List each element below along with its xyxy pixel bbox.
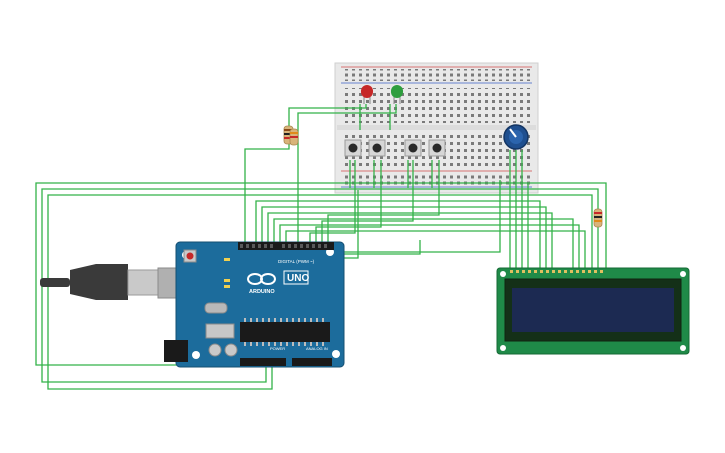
model-label-box xyxy=(283,270,309,285)
mounting-hole xyxy=(500,345,506,351)
wire xyxy=(285,230,586,268)
lcd-display[interactable] xyxy=(496,267,690,355)
green-led[interactable] xyxy=(391,85,403,104)
arduino-uno[interactable]: DIGITAL (PWM ~) ARDUINO UNO xyxy=(164,241,345,368)
pushbutton-2[interactable] xyxy=(368,139,386,157)
pushbutton-cap xyxy=(348,143,358,153)
usb-cable xyxy=(40,264,181,300)
arduino-brand-label: ARDUINO xyxy=(249,289,275,295)
wire xyxy=(288,104,367,128)
center-channel xyxy=(337,125,536,130)
red-led[interactable] xyxy=(361,85,373,104)
wire xyxy=(279,224,580,268)
usb-connector-metal xyxy=(127,269,159,296)
crystal-oscillator xyxy=(204,302,228,314)
pushbutton-3[interactable] xyxy=(404,139,422,157)
wire xyxy=(309,160,356,242)
wire xyxy=(47,194,593,390)
lcd-screen xyxy=(512,288,674,332)
resistor-2[interactable] xyxy=(289,128,299,146)
wire xyxy=(267,212,553,268)
wire xyxy=(273,218,574,268)
capacitor xyxy=(208,343,222,357)
mounting-hole xyxy=(680,271,686,277)
mounting-hole xyxy=(332,350,340,358)
digital-label: DIGITAL (PWM ~) xyxy=(278,259,315,264)
digital-header xyxy=(238,242,334,250)
wire xyxy=(315,160,382,242)
potentiometer-indicator xyxy=(509,128,517,138)
power-header xyxy=(240,358,286,366)
pushbutton-4[interactable] xyxy=(428,139,446,157)
capacitor xyxy=(224,343,238,357)
reset-button-cap xyxy=(186,252,194,260)
voltage-regulator xyxy=(205,323,235,339)
microcontroller-chip xyxy=(240,322,330,342)
rail-holes-bottom xyxy=(341,173,531,185)
wire xyxy=(261,206,547,268)
power-jack xyxy=(164,340,188,362)
pushbutton-cap xyxy=(408,143,418,153)
analog-header xyxy=(292,358,332,366)
wire xyxy=(255,200,541,268)
potentiometer[interactable] xyxy=(503,124,529,150)
pushbutton-1[interactable] xyxy=(344,139,362,157)
mounting-hole xyxy=(680,345,686,351)
analog-label: ANALOG IN xyxy=(306,346,328,351)
mounting-hole xyxy=(500,271,506,277)
power-label: POWER xyxy=(270,346,285,351)
rail-holes-top xyxy=(341,69,531,81)
resistor-3[interactable] xyxy=(593,208,603,228)
usb-cable-wire xyxy=(40,278,70,287)
model-label: UNO xyxy=(287,273,309,284)
mounting-hole xyxy=(192,351,200,359)
wire xyxy=(297,104,397,242)
red-led-body xyxy=(361,85,373,98)
pushbutton-cap xyxy=(432,143,442,153)
arduino-logo-icon xyxy=(247,273,276,285)
green-led-body xyxy=(391,85,403,98)
usb-plug-body xyxy=(70,264,128,300)
pushbutton-cap xyxy=(372,143,382,153)
wire xyxy=(327,160,440,242)
